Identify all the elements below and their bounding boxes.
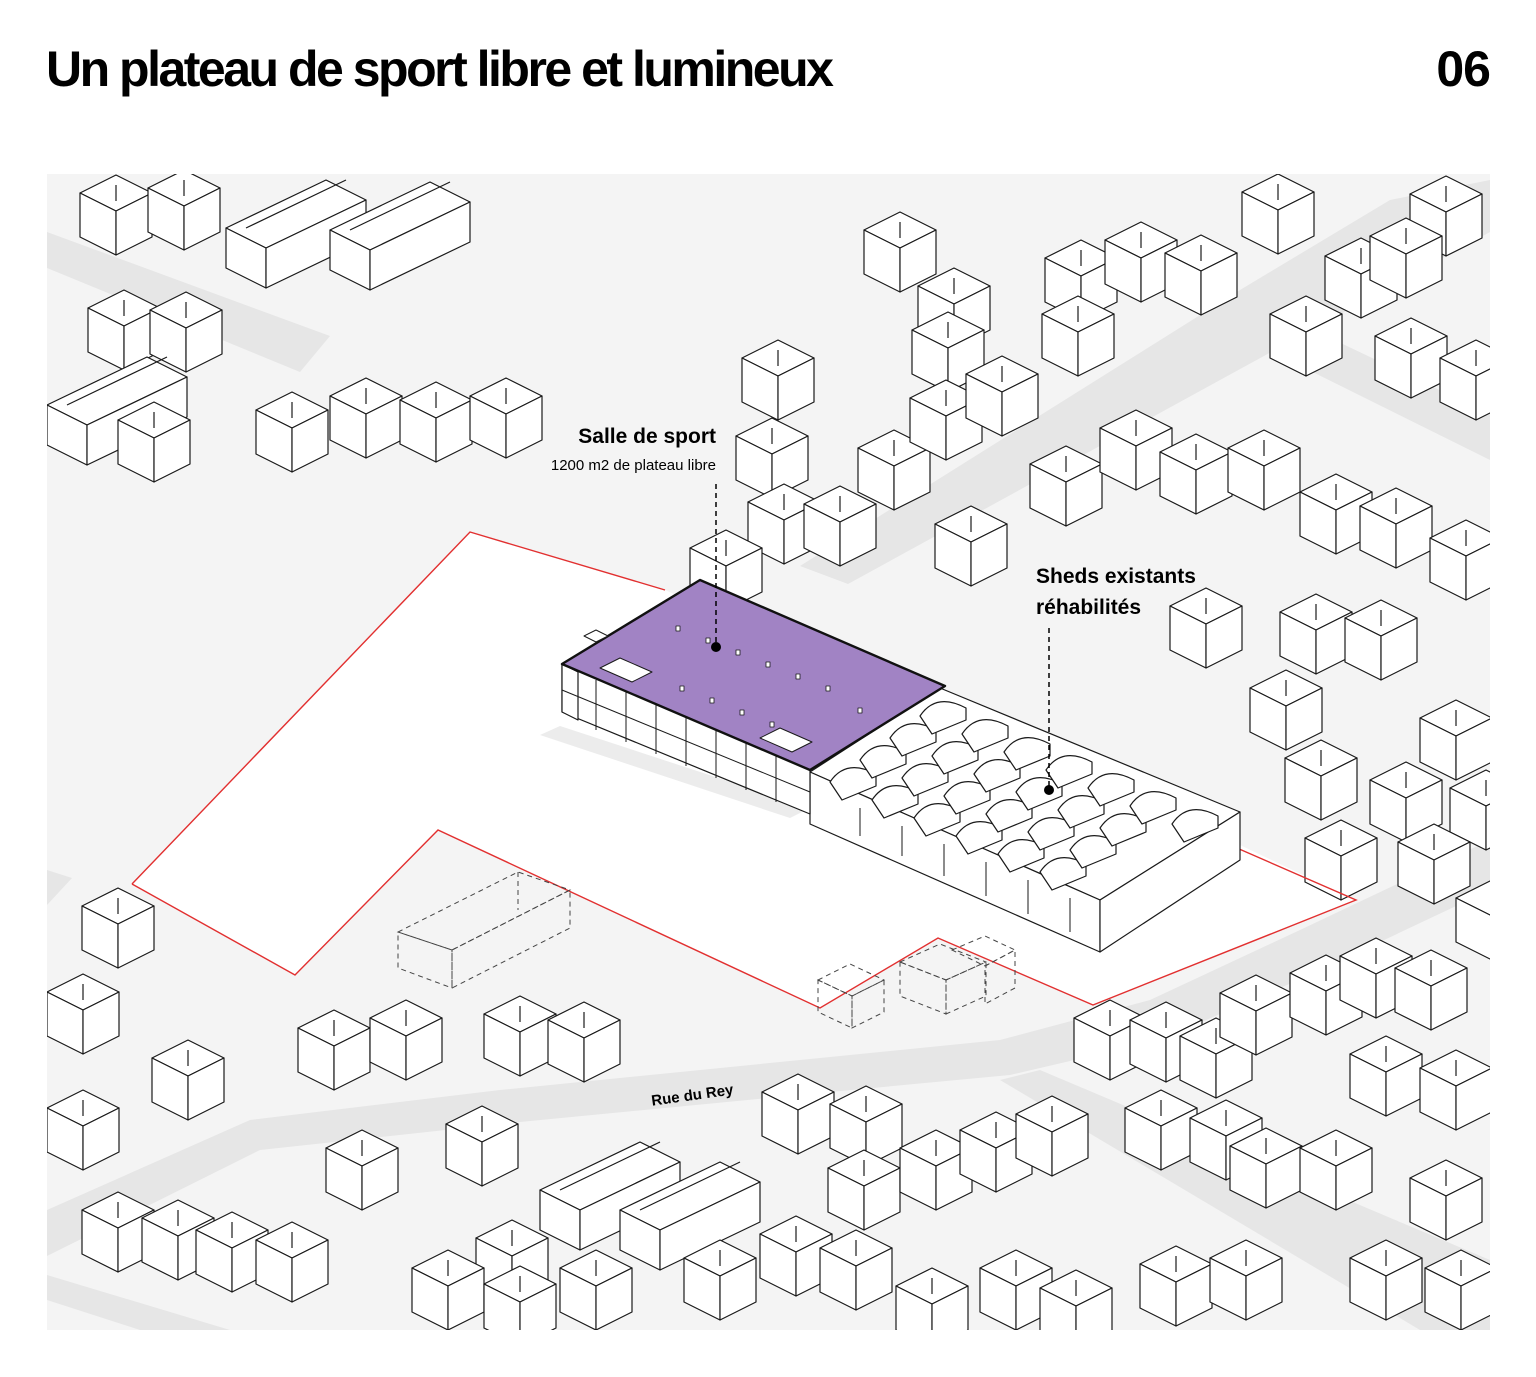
gym-marker-dot xyxy=(711,642,721,652)
sports-hall-front-facade xyxy=(561,663,579,721)
dashed-future-volumes xyxy=(396,871,1017,1029)
site-boundary xyxy=(131,531,666,885)
page-title: Un plateau de sport libre et lumineux xyxy=(46,41,834,97)
gym-label: Salle de sport xyxy=(578,425,716,448)
roof-access xyxy=(583,629,609,643)
roof-skylight xyxy=(599,657,653,683)
sheds-marker-dot xyxy=(1044,785,1054,795)
gym-sublabel: 1200 m2 de plateau libre xyxy=(551,457,716,474)
sheds-label-line2: réhabilités xyxy=(1036,596,1141,619)
street-diagonal-upper-right xyxy=(800,180,1490,584)
page-number: 06 xyxy=(1436,41,1491,97)
sports-hall-roof xyxy=(560,578,947,772)
street-left-stub xyxy=(47,870,72,905)
site-boundary-south xyxy=(131,829,1358,1009)
annotation-leaders xyxy=(715,484,1050,790)
roof-skylight-2 xyxy=(759,727,813,753)
sheds-label-line1: Sheds existants xyxy=(1036,565,1196,588)
existing-sheds xyxy=(809,687,1241,953)
sports-hall xyxy=(540,578,947,818)
sports-hall-shadow xyxy=(540,726,810,818)
street-lower-left xyxy=(47,1275,230,1330)
